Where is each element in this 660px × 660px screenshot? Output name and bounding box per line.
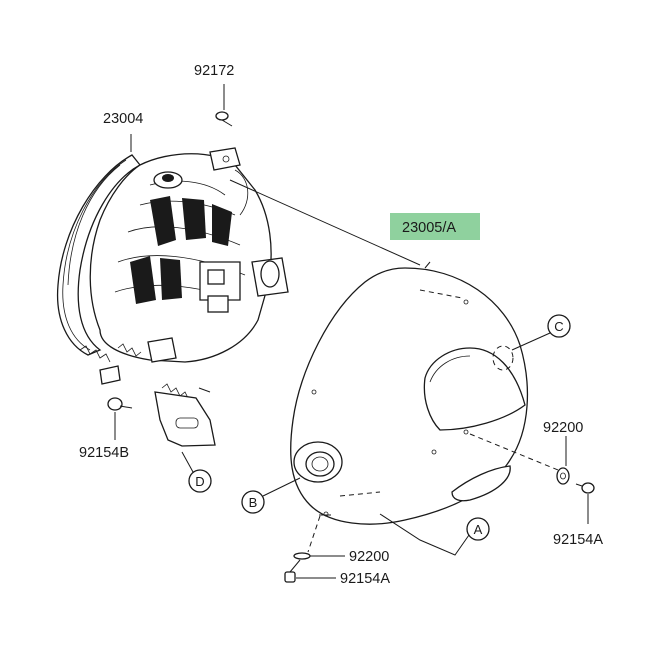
adjust-spring-lower [161, 383, 190, 401]
label-92154B: 92154B [79, 445, 129, 461]
callout-circle [241, 490, 265, 514]
grille-window [160, 258, 182, 300]
callout-circle [188, 469, 212, 493]
label-23004: 23004 [103, 111, 143, 127]
bulb-knob [260, 260, 280, 288]
callout-d: D [181, 451, 212, 493]
washer-hole [560, 472, 566, 480]
grille-window [182, 198, 206, 240]
callout-a: A [379, 513, 490, 556]
assembly-line [419, 289, 463, 299]
screw-head [107, 397, 123, 411]
stay-slot [175, 417, 199, 429]
callout-letter: C [554, 319, 563, 334]
rim-inner-line-2 [67, 164, 121, 286]
rim-inner-line [62, 159, 127, 351]
grille-window [130, 256, 156, 304]
label-92154A-right: 92154A [553, 532, 603, 548]
assembly-line-bottom [307, 515, 321, 553]
washer-92200-right [556, 436, 570, 485]
shell-hole [311, 389, 317, 395]
bolt-shaft [198, 387, 211, 393]
shell-hole [323, 511, 329, 517]
screw-92154A-right [575, 482, 595, 524]
callout-circle [547, 314, 571, 338]
assembly-line-right [469, 433, 559, 471]
highlight-box-23005A [390, 213, 480, 240]
wire-loop [234, 169, 249, 216]
screw-shaft [575, 483, 583, 487]
bracket-hole [222, 155, 230, 163]
screw-shaft [221, 119, 233, 127]
washer-92200-bottom [293, 552, 345, 560]
callout-letter: A [474, 522, 483, 537]
screw-head [581, 482, 595, 494]
callout-b: B [241, 477, 301, 514]
screw-shaft [119, 405, 133, 409]
label-92200-bottom: 92200 [349, 549, 389, 565]
callout-letter: D [195, 474, 204, 489]
headlight-unit [56, 147, 289, 447]
washer-outer [293, 552, 311, 560]
callout-circle [466, 517, 490, 541]
screw-92154A-bottom [284, 559, 336, 583]
label-92172: 92172 [194, 63, 234, 79]
alignment-line [229, 179, 421, 266]
connector-plug-2 [207, 295, 229, 313]
grommet-hole [311, 456, 329, 472]
callout-leader [262, 477, 301, 497]
headlight-housing [89, 153, 272, 363]
adjust-spring-left [79, 345, 111, 363]
grille-window [212, 204, 232, 246]
screw-92172 [215, 84, 233, 127]
shell-body [290, 267, 529, 525]
grille-window [150, 196, 176, 246]
opening-edge [429, 355, 471, 383]
screw-92154B [107, 397, 133, 440]
connector-plug [207, 269, 225, 285]
leader-23005A [424, 261, 431, 269]
callout-leader [511, 332, 551, 351]
callout-letter: B [249, 495, 258, 510]
headlight-rim [56, 154, 141, 356]
label-23005A: 23005/A [402, 220, 456, 236]
shell-hole [463, 429, 469, 435]
top-bracket [209, 147, 241, 171]
label-92154A-bottom: 92154A [340, 571, 390, 587]
side-bracket [99, 365, 121, 385]
label-92200-right: 92200 [543, 420, 583, 436]
assembly-line-a [339, 491, 381, 497]
top-socket-hole [162, 174, 174, 182]
lower-bracket [147, 337, 177, 363]
callout-leader [379, 513, 470, 556]
shell-lower-slot [451, 465, 511, 502]
screw-head [284, 571, 296, 583]
screw-shaft [289, 559, 301, 573]
callout-c: C [511, 314, 571, 351]
shell-hole [431, 449, 437, 455]
screw-head [215, 111, 229, 121]
headlight-shell [290, 267, 559, 553]
washer-outer [556, 467, 570, 485]
grommet-inner [305, 451, 335, 477]
shell-side-opening [423, 347, 526, 431]
shell-hole [463, 299, 469, 305]
adjust-spring [117, 343, 142, 357]
shell-rear-hole [492, 345, 514, 371]
callout-leader [181, 451, 194, 473]
mounting-stay [154, 391, 216, 447]
